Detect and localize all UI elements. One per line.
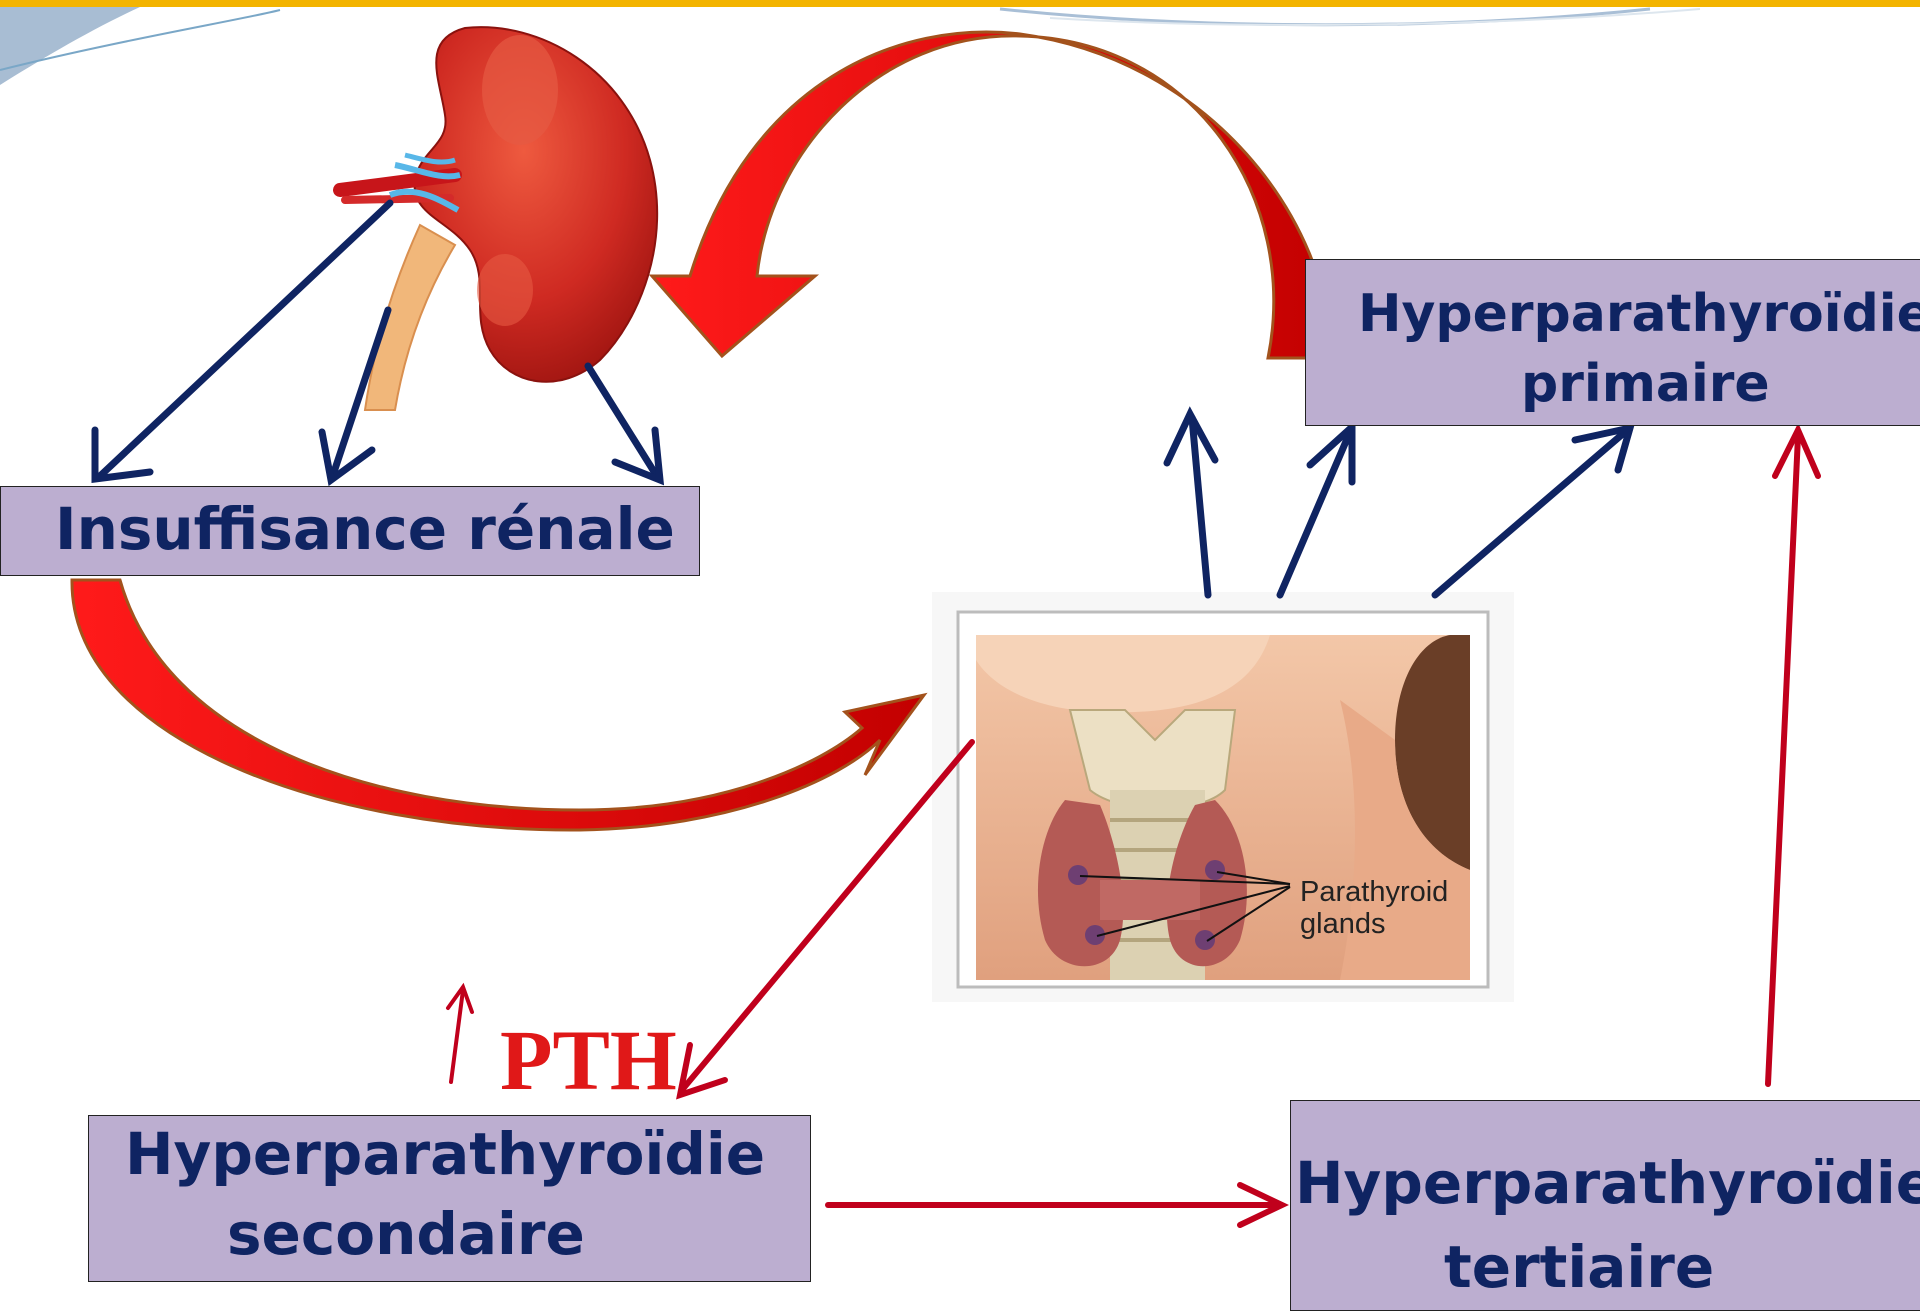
box-primaire-line2: primaire xyxy=(1521,354,1770,414)
arrow-secondaire-to-tertiaire xyxy=(828,1185,1282,1225)
box-hyperparathyroidie-secondaire: Hyperparathyroïdie secondaire xyxy=(88,1115,811,1282)
arrows-thyroid-to-primaire xyxy=(1167,414,1630,595)
parathyroid-label-line1: Parathyroid xyxy=(1300,876,1448,908)
box-secondaire-line2: secondaire xyxy=(227,1200,585,1268)
box-insuffisance-renale: Insuffisance rénale xyxy=(0,486,700,576)
box-hyperparathyroidie-tertiaire: Hyperparathyroïdie tertiaire xyxy=(1290,1100,1920,1311)
arrow-tertiaire-to-primaire xyxy=(1768,430,1818,1084)
arrow-thyroid-up-3 xyxy=(1435,432,1625,595)
box-secondaire-line1: Hyperparathyroïdie xyxy=(125,1120,765,1188)
parathyroid-glands-label: Parathyroid glands xyxy=(1300,876,1448,940)
parathyroid-label-line2: glands xyxy=(1300,908,1448,940)
pth-label: PTH xyxy=(500,1010,677,1110)
pth-increase-arrow xyxy=(448,987,472,1082)
box-tertiaire-line1: Hyperparathyroïdie xyxy=(1295,1149,1920,1217)
thyroid-illustration xyxy=(932,592,1514,1002)
box-insuffisance-renale-label: Insuffisance rénale xyxy=(55,495,675,563)
box-primaire-line1: Hyperparathyroïdie xyxy=(1358,284,1920,344)
curved-arrow-renal-to-thyroid xyxy=(72,580,924,830)
box-hyperparathyroidie-primaire: Hyperparathyroïdie primaire xyxy=(1305,259,1920,426)
box-tertiaire-line2: tertiaire xyxy=(1444,1233,1714,1301)
kidney-illustration xyxy=(285,10,705,410)
curved-arrow-primaire-to-kidney xyxy=(652,32,1332,358)
